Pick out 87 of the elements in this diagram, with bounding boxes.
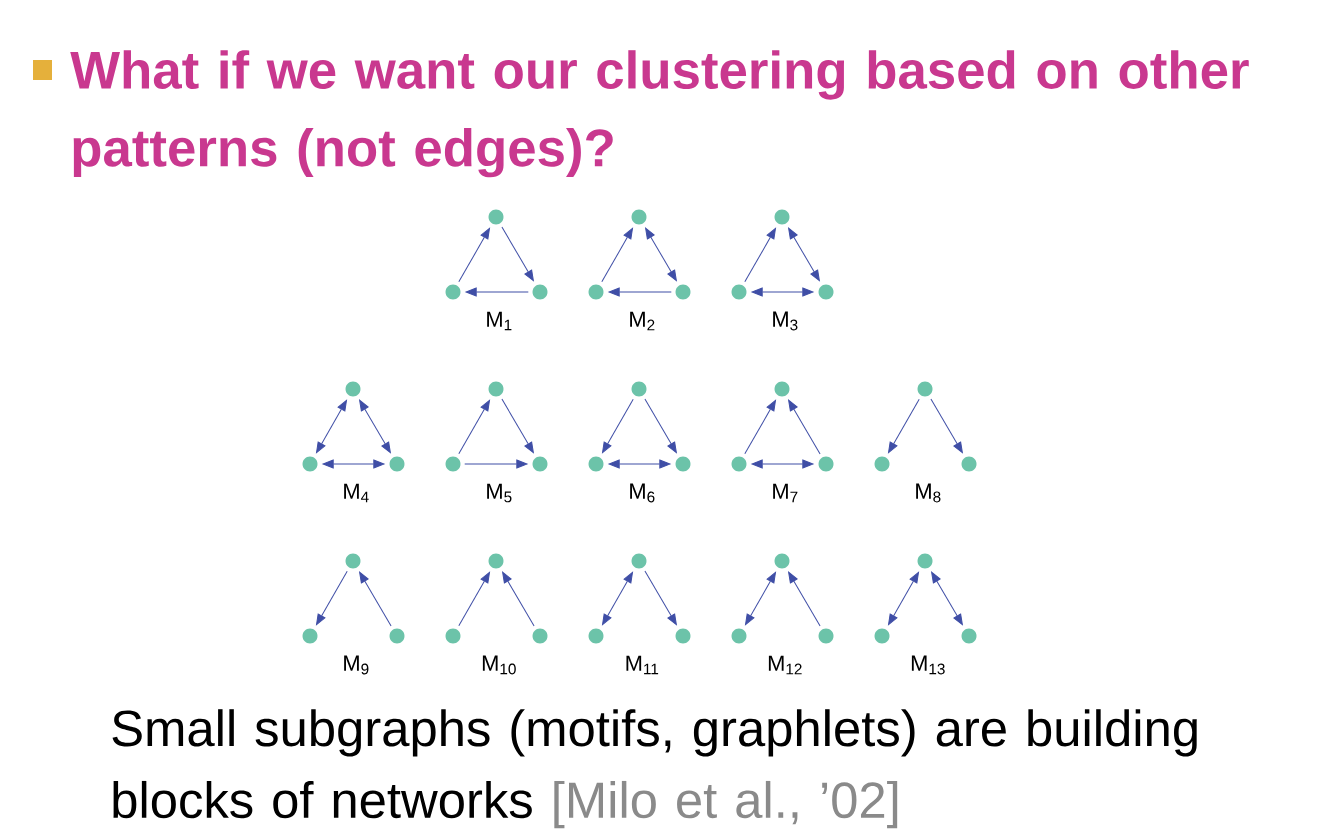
node-dot xyxy=(961,628,977,644)
arrow xyxy=(501,226,534,282)
node-dot xyxy=(731,628,747,644)
node-dot xyxy=(774,209,790,225)
arrow xyxy=(602,398,634,454)
node-dot xyxy=(818,284,834,300)
arrow xyxy=(458,571,490,627)
node-dot xyxy=(345,381,361,397)
node-dot xyxy=(675,284,691,300)
arrow xyxy=(464,459,528,469)
motif-label: M$_{3}$ xyxy=(773,311,798,331)
node-dot xyxy=(818,456,834,472)
node-dot xyxy=(345,553,361,569)
arrow xyxy=(608,459,671,469)
node-dot xyxy=(302,456,318,472)
node-dot xyxy=(731,284,747,300)
node-dot xyxy=(731,456,747,472)
motif-label: M$_{6}$ xyxy=(630,483,655,503)
arrow xyxy=(745,571,776,626)
motif-label: M$_{2}$ xyxy=(630,311,655,331)
motif-label: M$_{8}$ xyxy=(916,483,941,503)
node-dot xyxy=(488,553,504,569)
node-dot xyxy=(774,381,790,397)
caption-text: Small subgraphs (motifs, graphlets) are building blocks of networks [Milo et al., ’02] xyxy=(112,709,1197,829)
node-dot xyxy=(488,209,504,225)
arrow xyxy=(465,287,529,297)
arrow xyxy=(645,227,677,282)
motif-label: M$_{5}$ xyxy=(487,483,512,503)
arrow xyxy=(888,571,919,626)
arrow xyxy=(602,571,633,626)
arrow xyxy=(751,459,814,469)
node-dot xyxy=(961,456,977,472)
arrow xyxy=(322,459,385,469)
node-dot xyxy=(631,553,647,569)
node-dot xyxy=(917,381,933,397)
node-dot xyxy=(588,628,604,644)
arrow xyxy=(316,570,348,626)
motif-label: M$_{13}$ xyxy=(911,655,945,675)
arrow xyxy=(744,227,776,283)
arrow xyxy=(888,398,920,454)
arrow xyxy=(788,399,821,455)
node-dot xyxy=(445,628,461,644)
motif-label: M$_{4}$ xyxy=(344,483,369,503)
node-dot xyxy=(389,456,405,472)
arrow xyxy=(458,227,490,283)
arrow xyxy=(931,571,963,626)
arrow xyxy=(788,227,820,282)
node-dot xyxy=(874,628,890,644)
arrow xyxy=(751,287,814,297)
node-dot xyxy=(532,628,548,644)
node-dot xyxy=(818,628,834,644)
motif-label: M$_{10}$ xyxy=(482,655,516,675)
arrow xyxy=(608,287,672,297)
arrow xyxy=(501,398,534,454)
node-dot xyxy=(631,209,647,225)
arrow xyxy=(644,398,677,454)
node-dot xyxy=(445,284,461,300)
node-dot xyxy=(302,628,318,644)
arrow xyxy=(644,570,677,626)
node-dot xyxy=(588,456,604,472)
arrow xyxy=(316,399,347,454)
motif-label: M$_{1}$ xyxy=(487,311,512,331)
node-dot xyxy=(588,284,604,300)
node-dot xyxy=(675,628,691,644)
node-dot xyxy=(445,456,461,472)
arrow xyxy=(744,399,776,455)
arrow xyxy=(930,398,963,454)
arrow xyxy=(359,571,392,627)
arrow xyxy=(502,571,535,627)
node-dot xyxy=(774,553,790,569)
motif-label: M$_{7}$ xyxy=(773,483,798,503)
title-text: What if we want our clustering based on other patterns (not edges)? xyxy=(70,50,1249,178)
arrow xyxy=(601,227,633,283)
node-dot xyxy=(874,456,890,472)
arrow xyxy=(788,571,821,627)
node-dot xyxy=(631,381,647,397)
node-dot xyxy=(532,456,548,472)
arrow xyxy=(359,399,391,454)
node-dot xyxy=(488,381,504,397)
arrow xyxy=(458,399,490,455)
node-dot xyxy=(532,284,548,300)
motif-label: M$_{12}$ xyxy=(768,655,802,675)
node-dot xyxy=(675,456,691,472)
motif-label: M$_{9}$ xyxy=(344,655,369,675)
node-dot xyxy=(917,553,933,569)
motif-label: M$_{11}$ xyxy=(626,655,659,675)
node-dot xyxy=(389,628,405,644)
